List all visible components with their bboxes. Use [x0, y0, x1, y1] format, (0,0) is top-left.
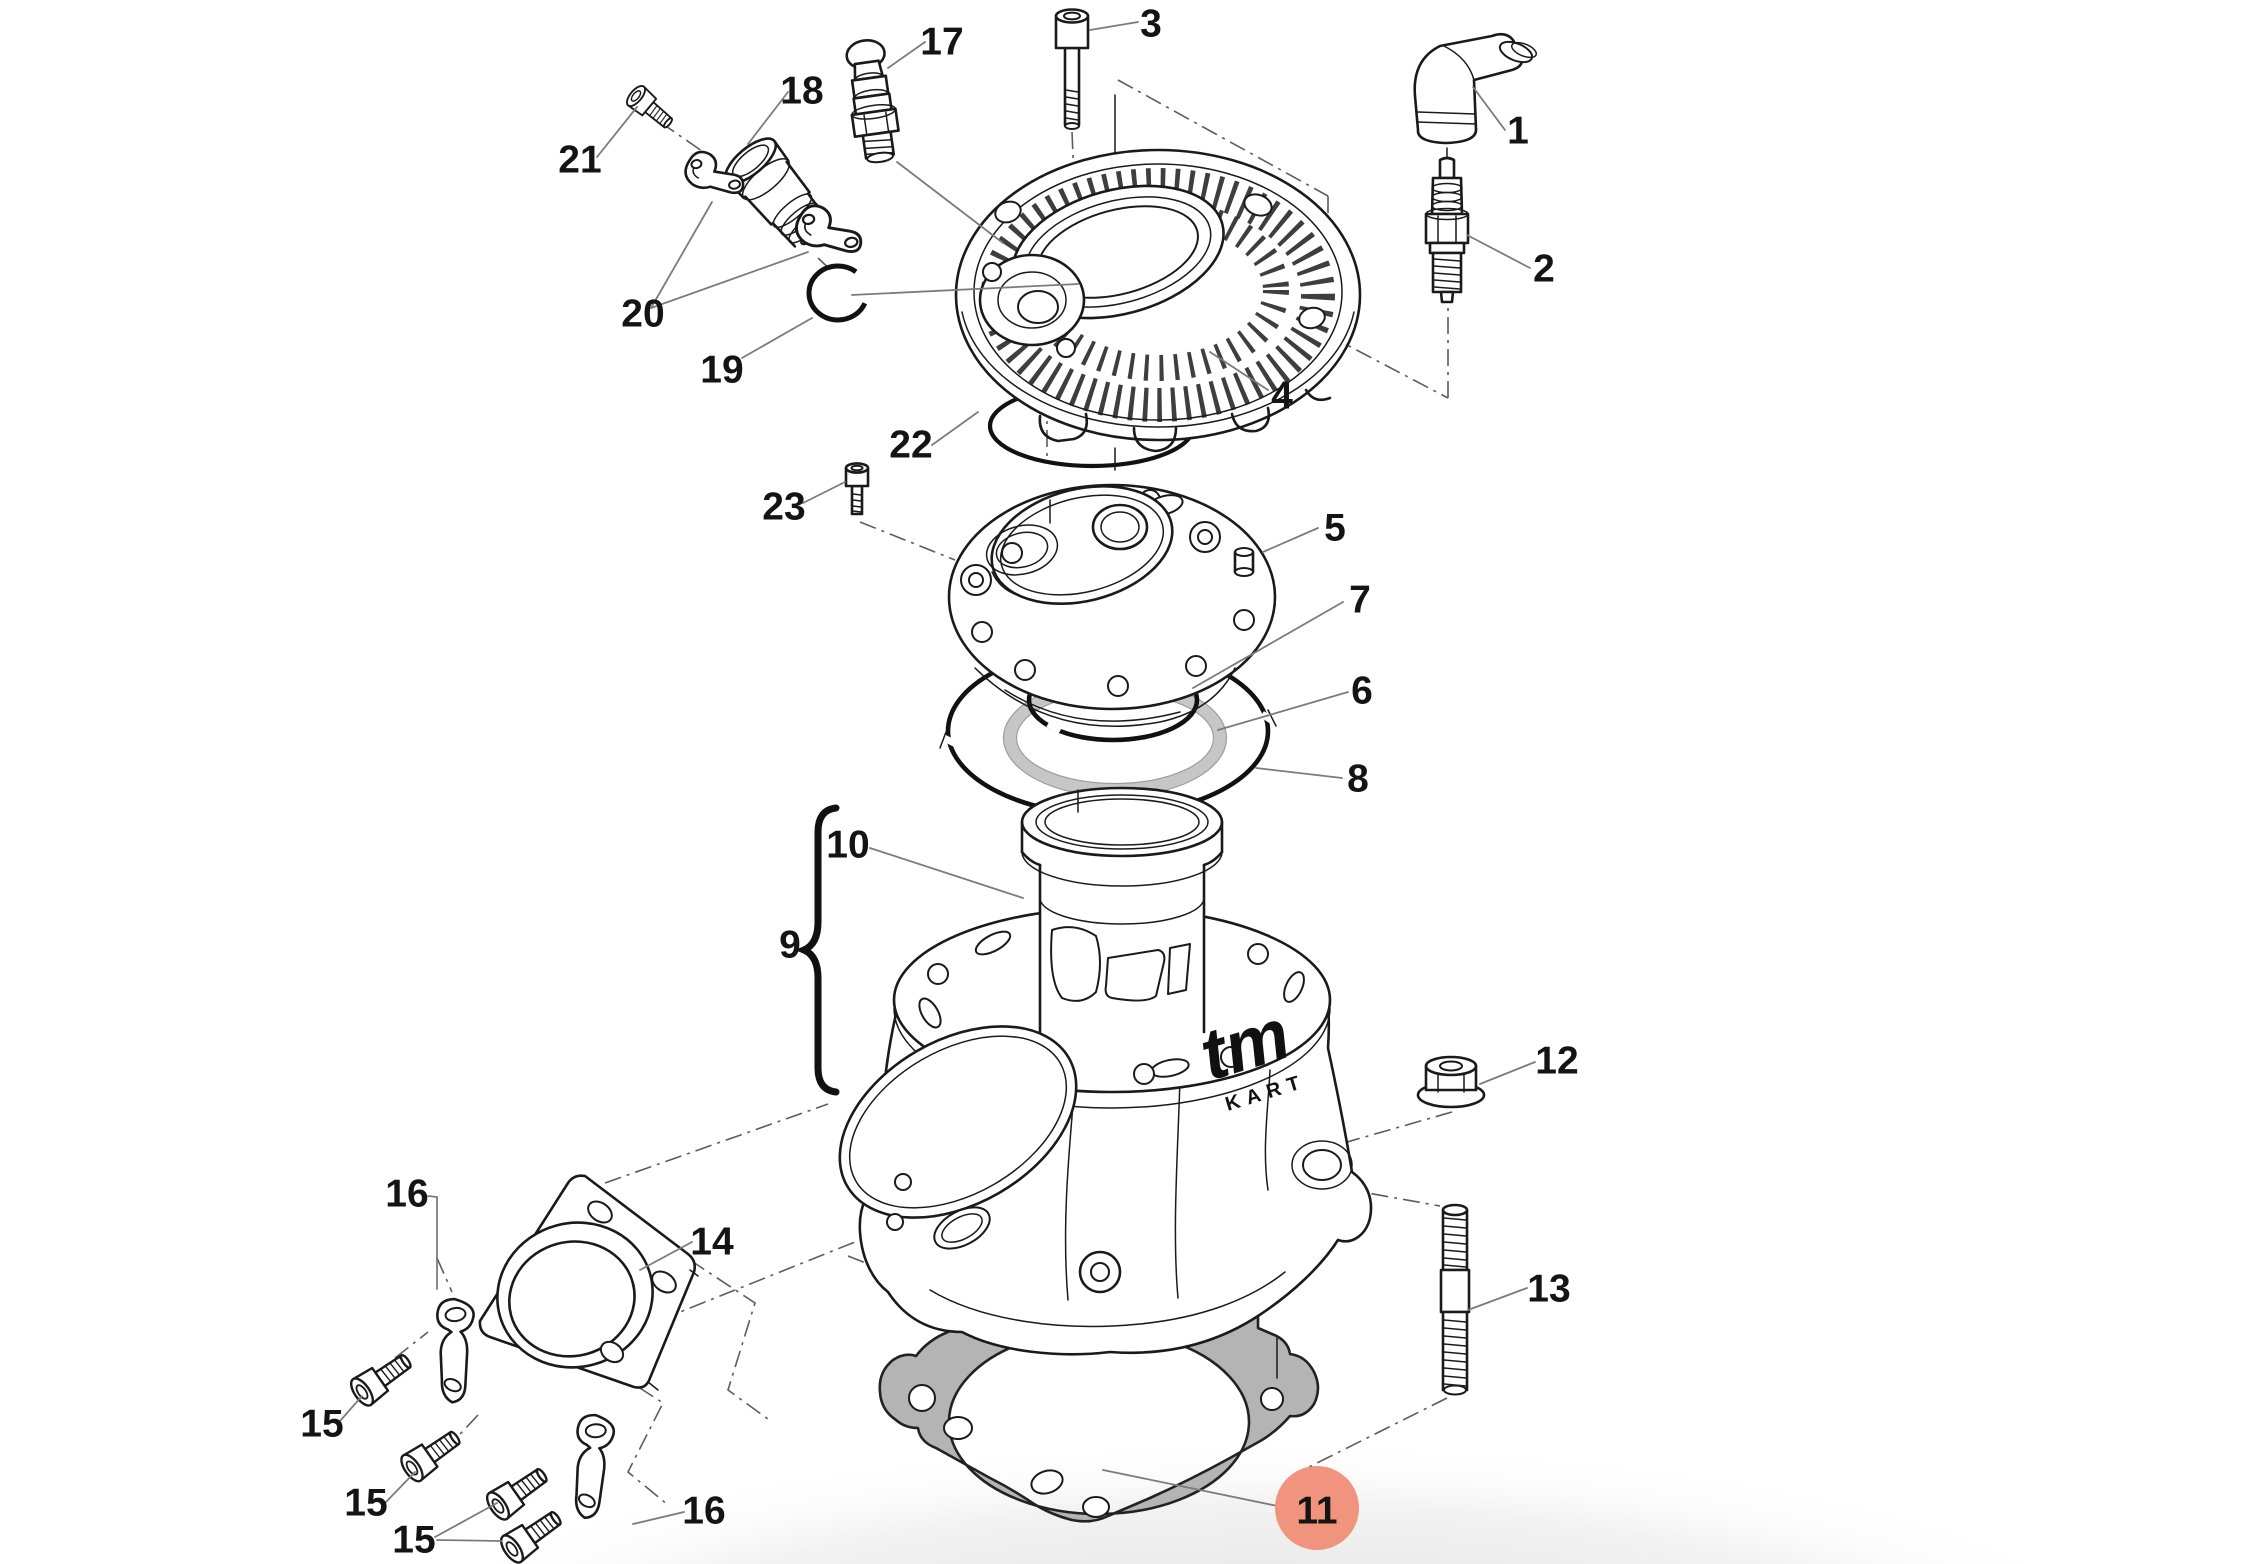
part-cylinder-front: tm KART: [838, 971, 1353, 1294]
highlight-hotspot-11[interactable]: [1275, 1466, 1359, 1550]
callout-numbers: 1234567891012131415151516161718192021222…: [300, 3, 1578, 1562]
callout-6-5: 6: [1351, 670, 1373, 713]
callout-9-8: 9: [779, 924, 801, 967]
callout-8-7: 8: [1347, 758, 1369, 801]
callout-5-4: 5: [1324, 507, 1346, 550]
part-nut-12: [1416, 1055, 1486, 1109]
part-clip-16b: [554, 1410, 623, 1522]
part-bolt-15c: [481, 1459, 555, 1525]
callout-21-22: 21: [558, 139, 601, 182]
part-head-bolt-3: [1054, 8, 1090, 130]
callout-13-11: 13: [1527, 1268, 1570, 1311]
callout-3-2: 3: [1140, 3, 1162, 46]
part-head-insert-5: [947, 483, 1277, 727]
part-fitting-17: [845, 39, 900, 164]
callout-16-16: 16: [385, 1173, 428, 1216]
callout-11-25[interactable]: 11: [1296, 1490, 1337, 1533]
callout-15-14: 15: [344, 1482, 387, 1525]
callout-14-12: 14: [690, 1221, 734, 1264]
callout-19-20: 19: [700, 349, 743, 392]
callout-7-6: 7: [1349, 579, 1371, 622]
callout-12-10: 12: [1535, 1040, 1578, 1083]
part-stud-13: [1439, 1203, 1471, 1396]
part-bolt-15b: [396, 1422, 467, 1486]
part-exhaust-flange-14: [478, 1174, 699, 1391]
callout-2-1: 2: [1533, 248, 1555, 291]
callout-4-3: 4: [1271, 375, 1293, 418]
part-spark-plug-2: [1424, 156, 1470, 304]
part-bolt-23: [844, 462, 870, 516]
part-group-brace-9: [795, 804, 840, 1096]
callout-23-24: 23: [762, 486, 805, 529]
part-bolt-15a: [345, 1345, 419, 1411]
part-plug-cap-1: [1413, 32, 1538, 161]
callout-22-23: 22: [889, 424, 932, 467]
callout-20-21: 20: [621, 293, 664, 336]
part-head-cover-4: [954, 148, 1362, 471]
part-circlip-19: [806, 263, 870, 323]
part-base-gasket-11: [878, 1304, 1320, 1523]
callout-10-9: 10: [826, 824, 869, 867]
leader-lines: [339, 21, 1536, 1542]
callout-15-15: 15: [392, 1519, 435, 1562]
part-liner-10: [1020, 786, 1224, 1034]
callout-17-18: 17: [920, 21, 963, 64]
part-clip-16a: [421, 1295, 482, 1406]
callout-18-19: 18: [780, 70, 823, 113]
part-bolt-21: [622, 81, 679, 135]
callout-16-17: 16: [682, 1490, 725, 1533]
callout-15-13: 15: [300, 1403, 343, 1446]
callout-1-0: 1: [1507, 110, 1529, 153]
